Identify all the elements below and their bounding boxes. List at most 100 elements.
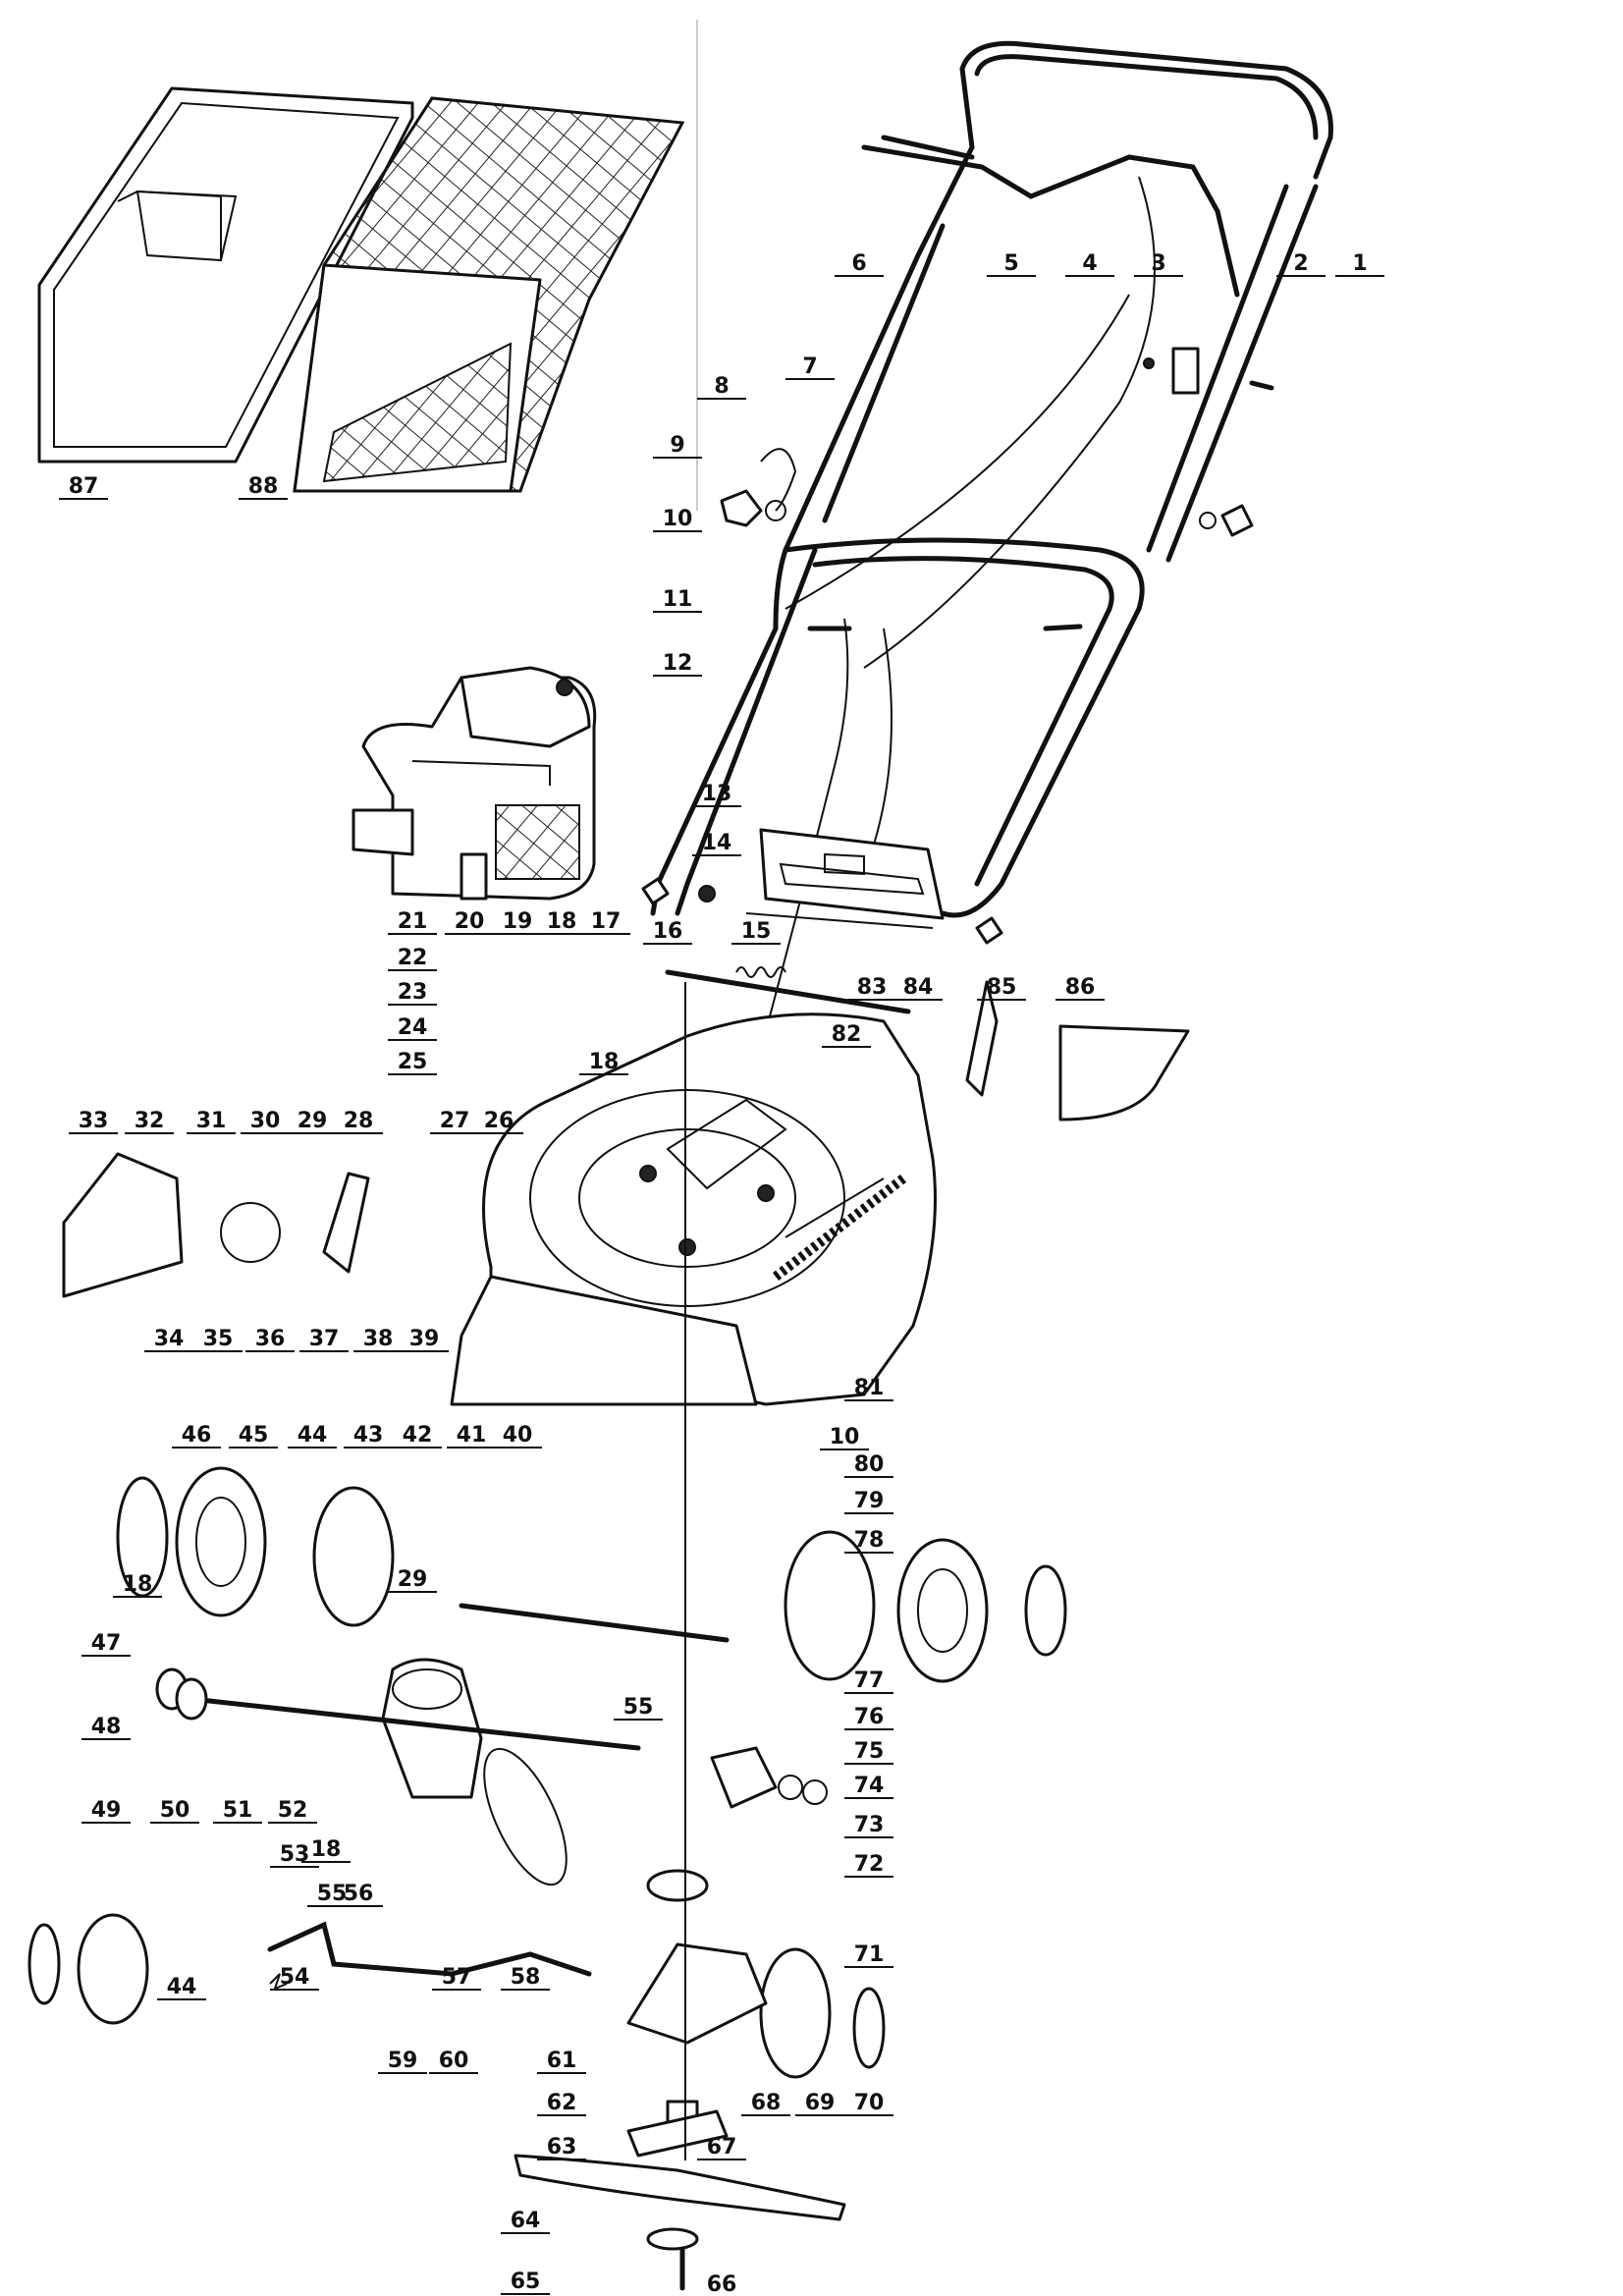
callout-18: 18 <box>123 1572 153 1597</box>
callout-26: 26 <box>484 1109 514 1133</box>
nut <box>1143 357 1155 369</box>
callout-2: 2 <box>1293 251 1308 276</box>
callout-81: 81 <box>854 1376 885 1400</box>
callout-10: 10 <box>830 1425 860 1449</box>
blade <box>514 2154 846 2221</box>
callout-55: 55 <box>317 1882 348 1906</box>
callout-73: 73 <box>854 1813 885 1837</box>
callout-37: 37 <box>309 1327 340 1351</box>
callout-70: 70 <box>854 2091 885 2115</box>
callout-56: 56 <box>344 1882 374 1906</box>
callout-45: 45 <box>239 1423 269 1448</box>
callout-68: 68 <box>751 2091 782 2115</box>
callout-82: 82 <box>832 1022 862 1047</box>
callout-62: 62 <box>547 2091 577 2115</box>
callout-27: 27 <box>440 1109 470 1133</box>
handle-clamp <box>1171 347 1200 395</box>
callout-3: 3 <box>1151 251 1165 276</box>
callout-17: 17 <box>591 909 622 934</box>
callout-6: 6 <box>851 251 866 276</box>
handle-assembly <box>650 40 1333 1032</box>
callout-39: 39 <box>409 1327 440 1351</box>
rear-flap <box>745 828 945 929</box>
callout-23: 23 <box>398 980 428 1005</box>
callout-48: 48 <box>91 1715 122 1739</box>
callout-35: 35 <box>203 1327 234 1351</box>
callout-labels: 1234567891011121314151617181920212223242… <box>59 251 1384 2296</box>
callout-29: 29 <box>298 1109 328 1133</box>
callout-18: 18 <box>589 1050 620 1074</box>
callout-10: 10 <box>663 507 693 531</box>
callout-63: 63 <box>547 2135 577 2159</box>
callout-55: 55 <box>623 1695 654 1720</box>
callout-46: 46 <box>182 1423 212 1448</box>
callout-79: 79 <box>854 1489 885 1513</box>
callout-67: 67 <box>707 2135 737 2159</box>
callout-69: 69 <box>805 2091 836 2115</box>
callout-20: 20 <box>455 909 485 934</box>
callout-57: 57 <box>442 1965 472 1990</box>
callout-58: 58 <box>511 1965 541 1990</box>
callout-18: 18 <box>311 1837 342 1862</box>
callout-40: 40 <box>503 1423 533 1448</box>
callout-25: 25 <box>398 1050 428 1074</box>
callout-44: 44 <box>298 1423 328 1448</box>
callout-78: 78 <box>854 1528 885 1553</box>
callout-47: 47 <box>91 1631 122 1656</box>
handle-knob <box>720 489 763 527</box>
callout-33: 33 <box>79 1109 109 1133</box>
callout-7: 7 <box>802 355 817 379</box>
callout-22: 22 <box>398 946 428 970</box>
callout-18: 18 <box>547 909 577 934</box>
callout-65: 65 <box>511 2269 541 2294</box>
callout-13: 13 <box>702 782 732 806</box>
callout-75: 75 <box>854 1739 885 1764</box>
callout-74: 74 <box>854 1774 885 1798</box>
callout-16: 16 <box>653 919 683 944</box>
callout-41: 41 <box>457 1423 487 1448</box>
callout-31: 31 <box>196 1109 227 1133</box>
callout-36: 36 <box>255 1327 286 1351</box>
callout-84: 84 <box>903 975 934 1000</box>
callout-53: 53 <box>280 1842 310 1867</box>
callout-64: 64 <box>511 2209 541 2233</box>
callout-32: 32 <box>135 1109 165 1133</box>
side-discharge-chute <box>62 1152 184 1298</box>
callout-38: 38 <box>363 1327 394 1351</box>
callout-71: 71 <box>854 1942 885 1967</box>
callout-86: 86 <box>1065 975 1096 1000</box>
callout-1: 1 <box>1352 251 1367 276</box>
callout-9: 9 <box>670 433 684 458</box>
callout-5: 5 <box>1003 251 1018 276</box>
callout-21: 21 <box>398 909 428 934</box>
callout-15: 15 <box>741 919 772 944</box>
callout-4: 4 <box>1082 251 1097 276</box>
callout-60: 60 <box>439 2049 469 2073</box>
callout-34: 34 <box>154 1327 185 1351</box>
rear-wheel-left <box>116 1466 395 1627</box>
callout-51: 51 <box>223 1798 253 1823</box>
callout-80: 80 <box>854 1452 885 1477</box>
callout-14: 14 <box>702 831 732 855</box>
grass-bag <box>293 96 685 493</box>
mower-deck <box>450 1012 937 1406</box>
callout-29: 29 <box>398 1567 428 1592</box>
callout-52: 52 <box>278 1798 308 1823</box>
callout-76: 76 <box>854 1705 885 1729</box>
callout-66: 66 <box>707 2272 737 2296</box>
callout-87: 87 <box>69 474 99 499</box>
callout-8: 8 <box>714 374 729 399</box>
callout-85: 85 <box>987 975 1017 1000</box>
callout-83: 83 <box>857 975 888 1000</box>
callout-19: 19 <box>503 909 533 934</box>
callout-49: 49 <box>91 1798 122 1823</box>
callout-61: 61 <box>547 2049 577 2073</box>
callout-42: 42 <box>403 1423 433 1448</box>
callout-30: 30 <box>250 1109 281 1133</box>
gearbox <box>189 1658 641 1799</box>
callout-72: 72 <box>854 1852 885 1877</box>
callout-44: 44 <box>167 1975 197 1999</box>
callout-59: 59 <box>388 2049 418 2073</box>
callout-12: 12 <box>663 651 693 676</box>
grass-bag-frame <box>37 86 414 464</box>
